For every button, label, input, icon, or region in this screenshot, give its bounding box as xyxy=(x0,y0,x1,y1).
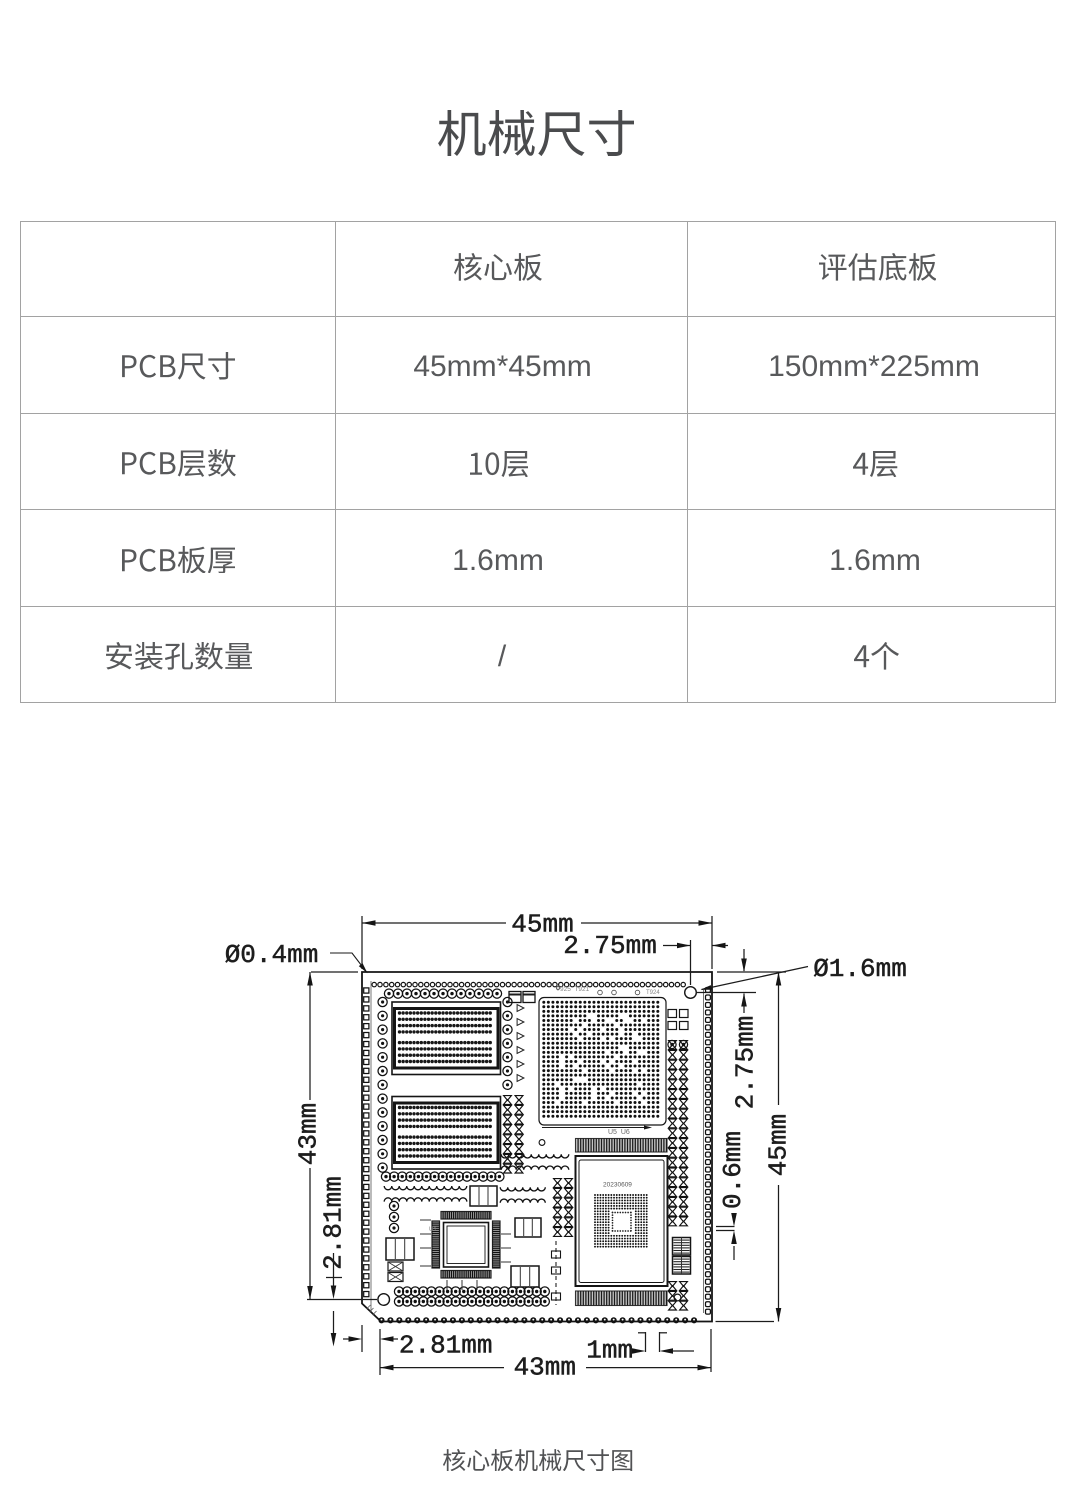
svg-text:Ø1.6mm: Ø1.6mm xyxy=(813,954,907,984)
svg-text:2.81mm: 2.81mm xyxy=(399,1331,493,1361)
svg-text:2.81mm: 2.81mm xyxy=(319,1176,349,1270)
svg-text:43mm: 43mm xyxy=(514,1353,576,1383)
svg-text:U1: U1 xyxy=(429,1227,437,1233)
svg-text:Ø0.4mm: Ø0.4mm xyxy=(225,940,319,970)
svg-text:2.75mm: 2.75mm xyxy=(731,1016,761,1110)
svg-text:20230609: 20230609 xyxy=(603,1182,632,1189)
svg-text:45mm: 45mm xyxy=(511,910,573,940)
svg-text:45mm: 45mm xyxy=(764,1114,794,1176)
svg-text:U5 U6: U5 U6 xyxy=(608,1129,630,1136)
svg-text:0.6mm: 0.6mm xyxy=(718,1131,748,1209)
svg-text:T924: T924 xyxy=(646,990,660,996)
svg-text:2.75mm: 2.75mm xyxy=(563,931,657,961)
svg-text:43mm: 43mm xyxy=(294,1103,324,1165)
svg-text:T925 T921: T925 T921 xyxy=(556,986,590,993)
svg-text:1mm: 1mm xyxy=(586,1336,633,1366)
